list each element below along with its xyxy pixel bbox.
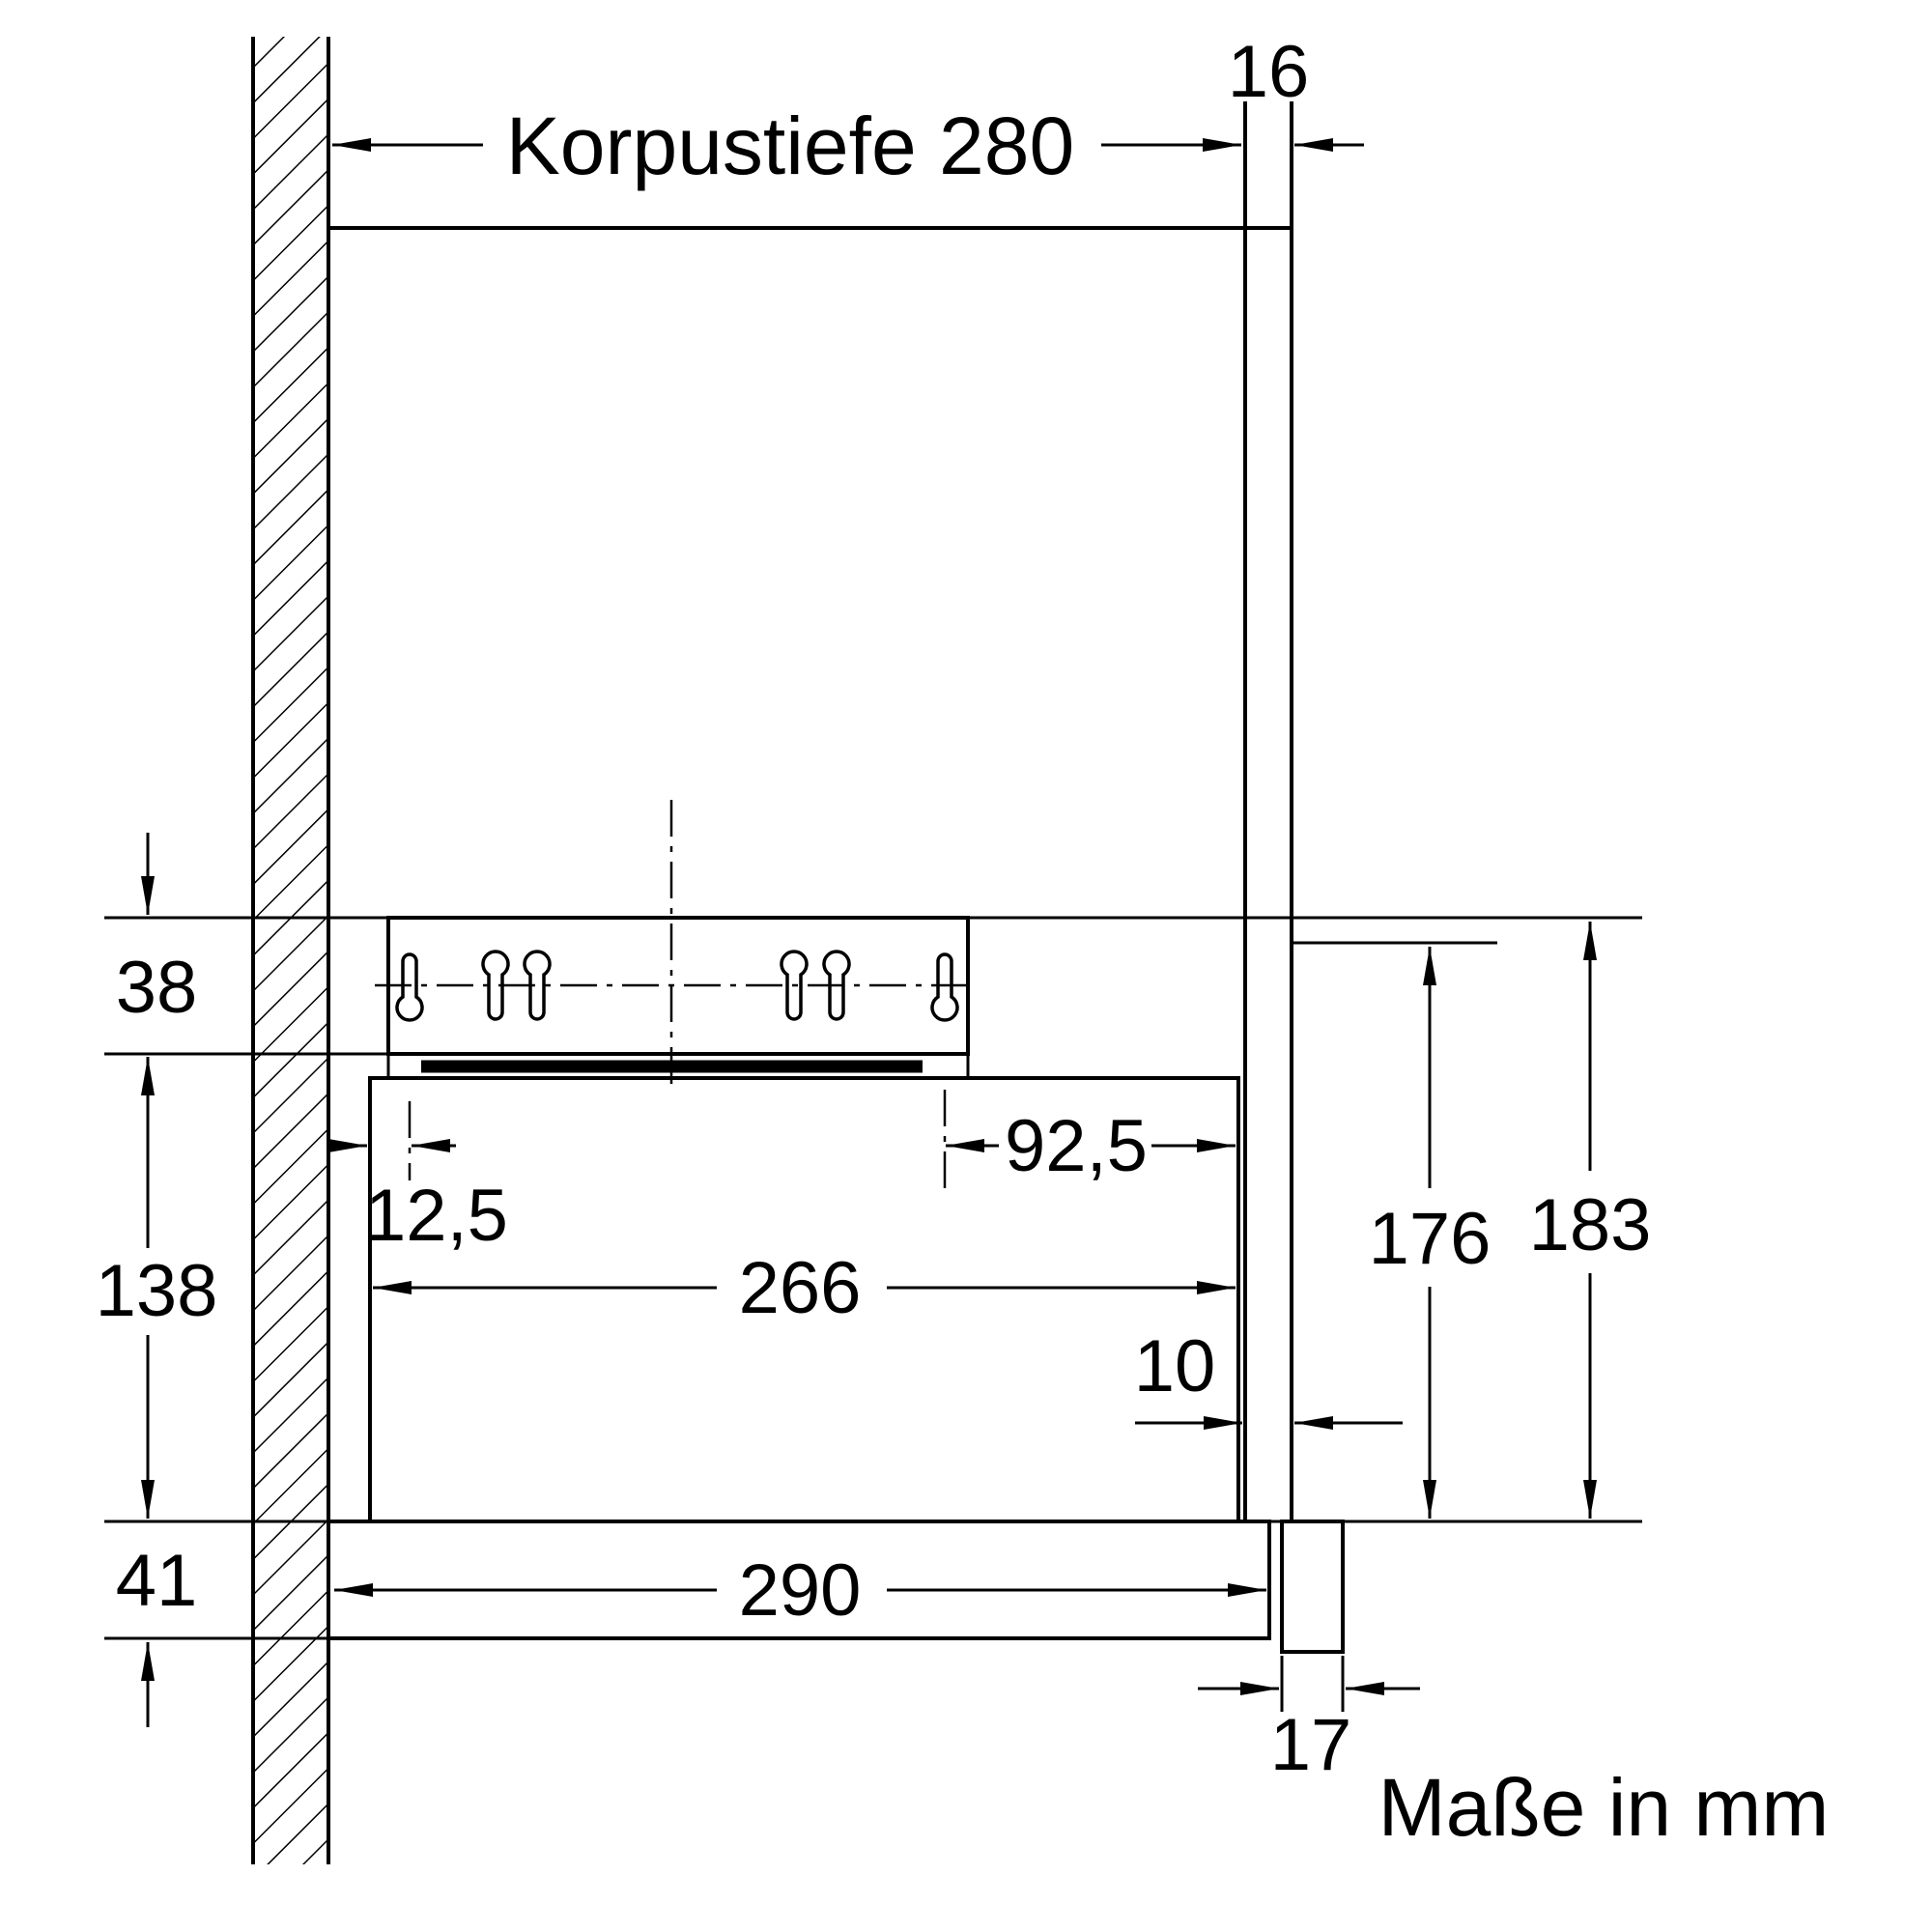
cabinet-outline [328, 101, 1293, 1521]
dimension-266: 266 [373, 1247, 1236, 1329]
dim-label-138: 138 [96, 1250, 218, 1332]
dimension-38: 38 [116, 833, 198, 1029]
dim-label-16: 16 [1228, 31, 1310, 113]
dim-label-92-5: 92,5 [1005, 1105, 1148, 1187]
dim-label-17: 17 [1270, 1704, 1352, 1786]
mounting-keyhole [481, 950, 510, 1021]
dim-label-korpustiefe: Korpustiefe 280 [506, 100, 1074, 191]
dimension-138: 138 [96, 1057, 218, 1519]
dim-label-183: 183 [1529, 1184, 1652, 1266]
pullout-visor [327, 1520, 1271, 1640]
dimension-176: 176 [1369, 947, 1492, 1519]
dim-label-41: 41 [116, 1540, 198, 1622]
dim-label-290: 290 [739, 1549, 862, 1632]
mounting-keyhole [930, 952, 959, 1022]
mounting-keyhole [395, 952, 424, 1022]
dimension-panel-16: 16 [1228, 31, 1364, 152]
dimension-10: 10 [1134, 1325, 1403, 1430]
dimension-17: 17 [1198, 1682, 1420, 1786]
dim-label-12-5: 12,5 [365, 1175, 508, 1257]
wall-hatched [251, 37, 330, 1864]
mounting-keyhole [523, 950, 552, 1021]
dimension-12-5: 12,5 [328, 1139, 508, 1257]
dimension-41: 41 [116, 1540, 198, 1727]
dimension-92-5: 92,5 [946, 1105, 1236, 1187]
hood-body [368, 1060, 1240, 1523]
dimension-korpustiefe: Korpustiefe 280 [332, 100, 1241, 191]
dim-label-10: 10 [1134, 1325, 1216, 1407]
units-note: Maße in mm [1378, 1762, 1830, 1853]
dim-label-176: 176 [1369, 1198, 1492, 1280]
front-strip [1280, 1520, 1345, 1654]
dimension-290: 290 [334, 1549, 1266, 1632]
mounting-bracket [386, 916, 970, 1078]
center-lines [375, 800, 978, 1198]
dim-label-38: 38 [116, 947, 198, 1029]
dim-label-266: 266 [739, 1247, 862, 1329]
dimension-183: 183 [1529, 922, 1652, 1519]
